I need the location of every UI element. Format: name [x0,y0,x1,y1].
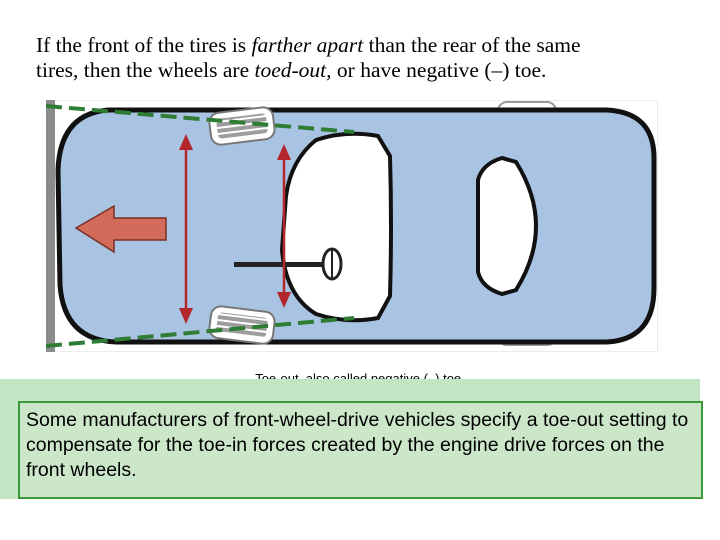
front-measurement-arrow [179,134,193,324]
heading-emphasis-toed-out: toed-out, [254,58,332,82]
rear-measurement-arrow [277,144,291,308]
arrow-left-icon [74,204,167,254]
callout-text: Some manufacturers of front-wheel-drive … [18,401,703,499]
toe-line-top [46,104,355,134]
diagram-left-edge [46,100,55,352]
heading-line-1-part-a: If the front of the tires is [36,33,252,57]
heading-text: If the front of the tires is farther apa… [36,33,696,83]
heading-line-2-part-b: or have negative (–) toe. [331,58,547,82]
tire-icon [208,305,276,345]
tire-icon [208,106,276,146]
heading-emphasis-farther-apart: farther apart [251,33,364,57]
rear-window [476,155,538,297]
toe-line-bottom [46,316,355,348]
heading-line-2-part-a: tires, then the wheels are [36,58,255,82]
heading-line-1-part-b: than the rear of the same [363,33,581,57]
steering-wheel-icon [234,247,343,281]
heading-line-1: If the front of the tires is farther apa… [36,33,696,58]
windshield-icon [279,131,393,323]
toe-out-car-diagram [46,100,658,352]
heading-line-2: tires, then the wheels are toed-out, or … [36,58,696,83]
